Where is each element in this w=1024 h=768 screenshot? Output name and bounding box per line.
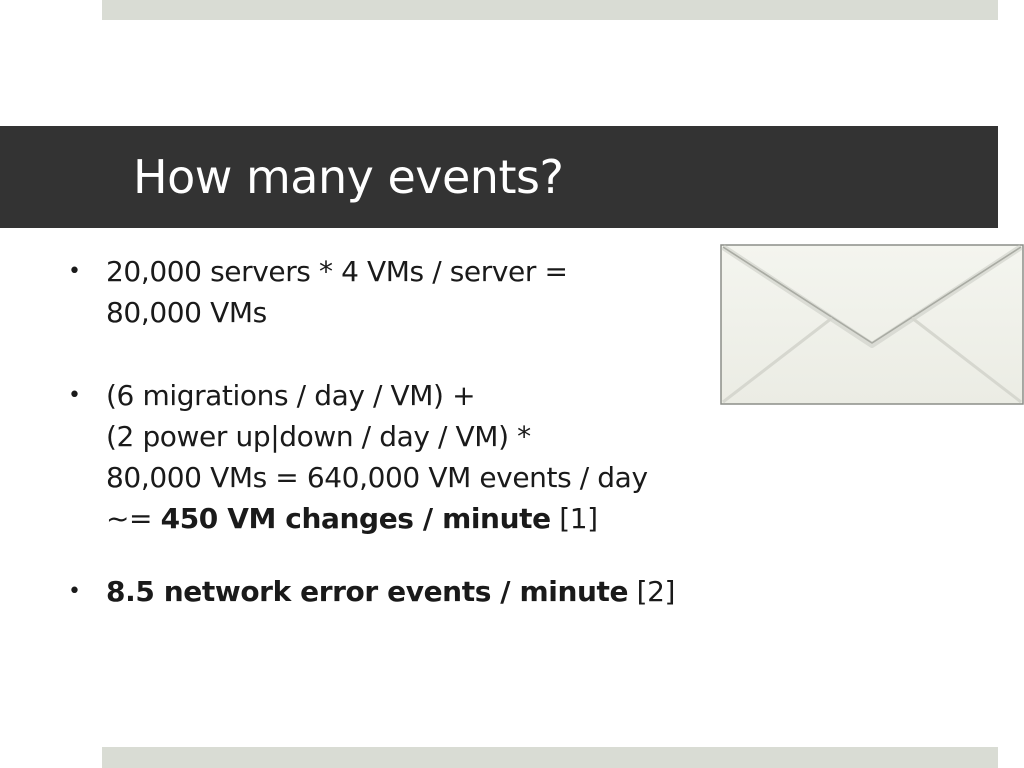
bullet-text: 20,000 servers * 4 VMs / server = 80,000…	[106, 251, 568, 333]
top-decorative-stripe	[102, 0, 998, 20]
bullet-line-summary: ~= 450 VM changes / minute [1]	[106, 498, 648, 539]
citation-2: [2]	[628, 575, 676, 608]
slide-title: How many events?	[133, 150, 564, 204]
bottom-decorative-stripe	[102, 747, 998, 768]
bullet-marker: •	[68, 383, 81, 408]
bullet-line: 20,000 servers * 4 VMs / server =	[106, 255, 568, 288]
bullet-marker: •	[68, 579, 81, 604]
bullet-text: (6 migrations / day / VM) + (2 power up|…	[106, 375, 648, 539]
envelope-icon	[720, 244, 1024, 405]
citation-1: [1]	[550, 502, 598, 535]
network-error-highlight: 8.5 network error events / minute	[106, 575, 629, 608]
bullet-line: 80,000 VMs	[106, 296, 267, 329]
summary-highlight: 450 VM changes / minute	[160, 502, 551, 535]
summary-prefix: ~=	[106, 502, 161, 535]
bullet-line: (2 power up|down / day / VM) *	[106, 420, 531, 453]
bullet-line: (6 migrations / day / VM) +	[106, 379, 476, 412]
bullet-line: 8.5 network error events / minute [2]	[106, 571, 675, 612]
bullet-line: 80,000 VMs = 640,000 VM events / day	[106, 461, 648, 494]
title-bar	[0, 126, 998, 228]
bullet-marker: •	[68, 259, 81, 284]
bullet-text: 8.5 network error events / minute [2]	[106, 571, 675, 612]
